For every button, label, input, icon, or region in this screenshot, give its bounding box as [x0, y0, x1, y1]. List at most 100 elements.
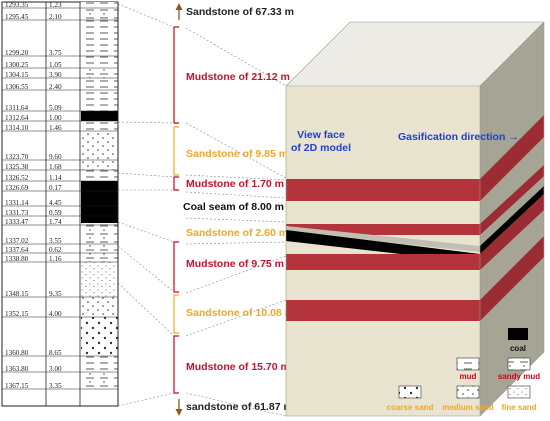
lithology-cell [81, 8, 118, 20]
thickness-value: 3.35 [49, 382, 62, 390]
bracket-mudstone-1570 [173, 335, 179, 394]
depth-value: 1326.52 [5, 174, 29, 182]
legend-swatch-coal [508, 328, 528, 340]
view-face-label-line-2: of 2D model [291, 142, 351, 154]
thickness-value: 8.65 [49, 349, 62, 357]
bracket-mudstone-170 [173, 176, 179, 191]
depth-value: 1331.14 [5, 199, 29, 207]
legend-label-coal: coal [510, 344, 526, 353]
thickness-value: 3.55 [49, 237, 62, 245]
lithology-cell [81, 372, 118, 389]
block-edges [285, 21, 545, 417]
depth-value: 1325.38 [5, 163, 29, 171]
depth-value: 1360.80 [5, 349, 29, 357]
lithology-cell [81, 2, 118, 8]
column-frame [1, 1, 119, 407]
legend-label-mud: mud [460, 372, 477, 381]
band-gray-front [286, 226, 480, 252]
depth-value: 1337.02 [5, 237, 29, 245]
thickness-value: 1.05 [49, 61, 62, 69]
view-face-label-line-1: View face [297, 129, 345, 141]
legend-label-medium-sand: medium sand [442, 403, 494, 412]
lithology-column [81, 2, 118, 389]
lithology-cell [81, 181, 118, 191]
depth-value: 1304.15 [5, 71, 29, 79]
thickness-value: 1.00 [49, 114, 62, 122]
layer-label-sandstone-top: Sandstone of 67.33 m [186, 6, 294, 18]
thickness-value: 2.40 [49, 83, 62, 91]
layer-label-mudstone-21: Mudstone of 21.12 m [186, 71, 290, 83]
depth-value: 1293.35 [5, 1, 29, 9]
bracket-sandstone-985 [173, 126, 179, 176]
depth-value: 1338.80 [5, 255, 29, 263]
lithology-cell [81, 131, 118, 160]
legend-label-sandy-mud: sandy mud [498, 372, 540, 381]
lithology-cell [81, 78, 118, 90]
layer-labels: Sandstone of 67.33 m Mudstone of 21.12 m… [117, 3, 294, 417]
band-mudstone-side-1 [480, 115, 544, 201]
lithology-cell [81, 90, 118, 111]
block-top-face [286, 22, 544, 86]
connector-lines [117, 3, 175, 407]
thickness-value: 1.68 [49, 163, 62, 171]
depth-value: 1299.20 [5, 49, 29, 57]
thickness-value: 1.46 [49, 124, 62, 132]
thickness-value: 9.35 [49, 290, 62, 298]
thickness-value: 0.62 [49, 246, 62, 254]
lithology-cell [81, 68, 118, 78]
thickness-value: 1.14 [49, 174, 62, 182]
connector-lines-block [185, 27, 287, 417]
band-coal-side [480, 186, 544, 254]
thickness-value: 9.60 [49, 153, 62, 161]
layer-label-mudstone-975: Mudstone of 9.75 m [186, 258, 284, 270]
layer-label-mudstone-170: Mudstone of 1.70 m [186, 178, 284, 190]
layer-label-sandstone-260: Sandstone of 2.60 m [186, 227, 288, 239]
thickness-value: 1.74 [49, 218, 62, 226]
lithology-cell [81, 160, 118, 170]
depth-value: 1331.73 [5, 209, 29, 217]
thickness-value: 3.00 [49, 365, 62, 373]
layer-label-sandstone-1008: Sandstone of 10.08 m [186, 307, 294, 319]
coal-seam-cell [81, 191, 118, 223]
depth-value: 1333.47 [5, 218, 29, 226]
legend-label-coarse-sand: coarse sand [387, 403, 434, 412]
depth-value: 1363.80 [5, 365, 29, 373]
legend-swatch-sandy-mud [507, 357, 531, 371]
lithology-cell [81, 56, 118, 68]
lithology-cell [81, 356, 118, 372]
lithology-cell [81, 111, 118, 121]
thickness-value: 2.10 [49, 13, 62, 21]
band-mudstone-front-4 [286, 300, 480, 321]
lithology-cell [81, 297, 118, 317]
band-mudstone-front-2 [286, 224, 480, 235]
layer-label-mudstone-1570: Mudstone of 15.70 m [186, 361, 290, 373]
gasification-direction-label: Gasification direction → [398, 131, 519, 143]
lithology-cell [81, 262, 118, 297]
band-mudstone-front-3 [286, 254, 480, 270]
depth-value: 1311.64 [5, 104, 28, 112]
band-mudstone-side-4 [480, 236, 544, 321]
depth-value: 1314.10 [5, 124, 29, 132]
thickness-value: 4.00 [49, 310, 62, 318]
thickness-value: 3.75 [49, 49, 62, 57]
lithology-cell [81, 225, 118, 244]
layer-label-sandstone-bottom: sandstone of 61.87 m [186, 401, 293, 413]
down-arrow-head [175, 409, 183, 416]
depth-value: 1295.45 [5, 13, 29, 21]
depth-value: 1306.55 [5, 83, 29, 91]
thickness-value: 3.90 [49, 71, 62, 79]
lithology-cell [81, 121, 118, 131]
thickness-value: 1.16 [49, 255, 62, 263]
block-edge-top-right [479, 21, 545, 87]
depth-value: 1323.70 [5, 153, 29, 161]
thickness-value: 0.59 [49, 209, 62, 217]
legend-label-fine-sand: fine sand [501, 403, 536, 412]
legend-swatch-fine-sand [507, 385, 531, 399]
band-mudstone-front-1 [286, 179, 480, 201]
lithology-cell [81, 20, 118, 56]
legend-swatch-medium-sand [456, 385, 480, 399]
bracket-mudstone-975 [173, 241, 179, 293]
lithology-cell [81, 170, 118, 181]
